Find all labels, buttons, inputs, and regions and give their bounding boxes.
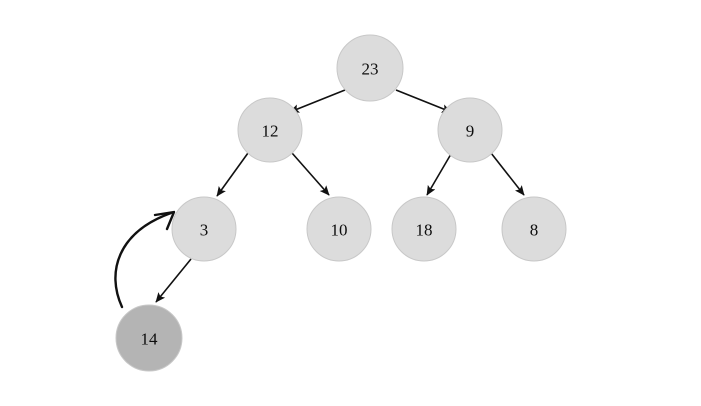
node-9[interactable]: 9 xyxy=(437,97,503,163)
edge-group-curved xyxy=(114,210,176,309)
node-3-circle[interactable] xyxy=(171,196,237,262)
edge-14-to-3-curve xyxy=(114,211,173,309)
node-12-circle[interactable] xyxy=(237,97,303,163)
edge-23-to-9 xyxy=(395,89,452,113)
node-23[interactable]: 23 xyxy=(336,34,404,102)
node-23-circle[interactable] xyxy=(336,34,404,102)
edge-3-to-14 xyxy=(155,258,192,303)
edge-group-straight xyxy=(155,89,525,303)
edge-23-to-12 xyxy=(289,89,346,113)
node-8-circle[interactable] xyxy=(501,196,567,262)
node-9-circle[interactable] xyxy=(437,97,503,163)
node-3[interactable]: 3 xyxy=(171,196,237,262)
node-group: 23 12 9 3 10 18 xyxy=(115,34,567,372)
node-18[interactable]: 18 xyxy=(391,196,457,262)
edge-14-to-3-arrowhead xyxy=(153,210,176,231)
node-8[interactable]: 8 xyxy=(501,196,567,262)
edge-9-to-18 xyxy=(426,153,452,196)
node-18-circle[interactable] xyxy=(391,196,457,262)
edge-12-to-3 xyxy=(216,152,249,197)
node-14-circle[interactable] xyxy=(115,304,183,372)
node-14[interactable]: 14 xyxy=(115,304,183,372)
node-12[interactable]: 12 xyxy=(237,97,303,163)
node-10-circle[interactable] xyxy=(306,196,372,262)
node-10[interactable]: 10 xyxy=(306,196,372,262)
edge-9-to-8 xyxy=(490,152,525,196)
edge-12-to-10 xyxy=(291,152,330,196)
